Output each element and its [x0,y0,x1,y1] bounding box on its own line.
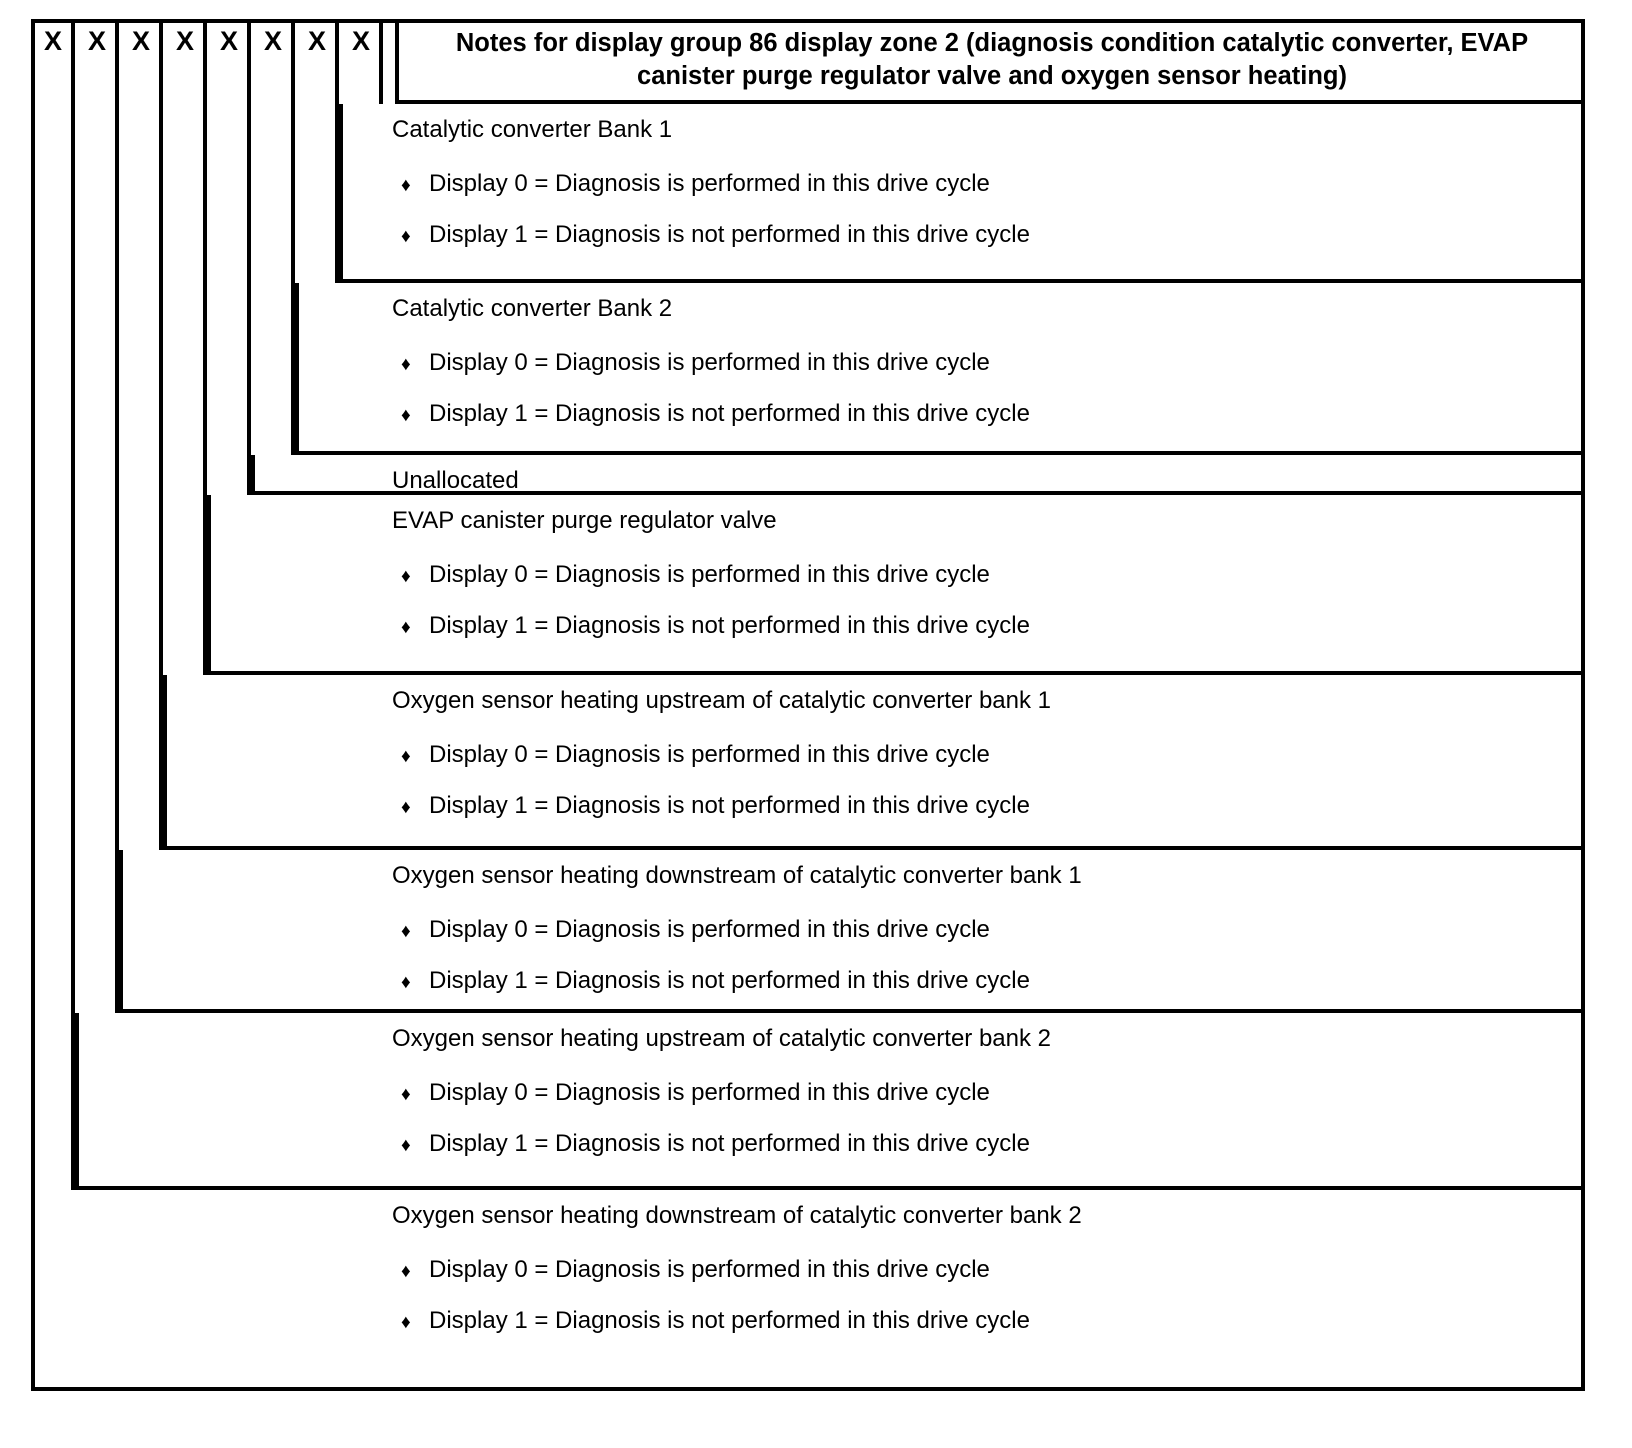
bit-column-label-7: X [307,26,326,56]
bit-column-6 [251,19,295,455]
bit-column-label-2: X [87,26,106,56]
bit-column-4 [163,19,207,675]
section-bullet-list: ♦ Display 0 = Diagnosis is performed in t… [401,561,1030,663]
diamond-bullet-icon: ♦ [401,617,411,638]
diamond-bullet-icon: ♦ [401,1261,411,1282]
bit-column-label-8: X [351,26,370,56]
bullet-label: Display 0 = Diagnosis is performed in th… [429,1256,990,1283]
section-bullet-list: ♦ Display 0 = Diagnosis is performed in t… [401,349,1030,451]
bullet-item: ♦ Display 0 = Diagnosis is performed in t… [401,741,1030,792]
bullet-label: Display 1 = Diagnosis is not performed i… [429,1307,1030,1334]
section-heading: Oxygen sensor heating upstream of cataly… [392,1025,1052,1052]
bit-column-3 [119,19,163,850]
section-bullet-list: ♦ Display 0 = Diagnosis is performed in t… [401,170,1030,272]
bit-column-label-4: X [175,26,194,56]
bit-column-2 [75,19,119,1013]
diamond-bullet-icon: ♦ [401,1135,411,1156]
bit-column-label-6: X [263,26,282,56]
bullet-item: ♦ Display 1 = Diagnosis is not performed … [401,221,1030,272]
bit-column-label-3: X [131,26,150,56]
bullet-item: ♦ Display 1 = Diagnosis is not performed … [401,612,1030,663]
bit-column-label-1: X [43,26,62,56]
bullet-item: ♦ Display 1 = Diagnosis is not performed … [401,1307,1030,1358]
bullet-item: ♦ Display 0 = Diagnosis is performed in t… [401,561,1030,612]
bullet-item: ♦ Display 1 = Diagnosis is not performed … [401,792,1030,843]
notes-header-title: Notes for display group 86 display zone … [455,28,1529,90]
section-box-6: Oxygen sensor heating downstream of cata… [119,850,1585,1013]
section-bullet-list: ♦ Display 0 = Diagnosis is performed in t… [401,741,1030,843]
bit-column-7 [295,19,339,283]
section-heading: Oxygen sensor heating downstream of cata… [392,1202,1082,1229]
bit-column-label-5: X [219,26,238,56]
section-box-1: Catalytic converter Bank 1 ♦ Display 0 = D… [339,104,1585,283]
diamond-bullet-icon: ♦ [401,175,411,196]
diamond-bullet-icon: ♦ [401,1084,411,1105]
bullet-item: ♦ Display 1 = Diagnosis is not performed … [401,400,1030,451]
section-heading: Oxygen sensor heating downstream of cata… [392,862,1082,889]
section-heading: Catalytic converter Bank 2 [392,295,673,322]
section-box-2: Catalytic converter Bank 2 ♦ Display 0 = D… [295,283,1585,455]
bullet-label: Display 1 = Diagnosis is not performed i… [429,221,1030,248]
bullet-label: Display 1 = Diagnosis is not performed i… [429,400,1030,427]
bit-column-1 [31,19,75,1190]
diamond-bullet-icon: ♦ [401,354,411,375]
bullet-label: Display 0 = Diagnosis is performed in th… [429,741,990,768]
bullet-label: Display 0 = Diagnosis is performed in th… [429,916,990,943]
section-heading: Oxygen sensor heating upstream of cataly… [392,687,1052,714]
diamond-bullet-icon: ♦ [401,1312,411,1333]
bullet-item: ♦ Display 0 = Diagnosis is performed in t… [401,916,1030,967]
bullet-label: Display 1 = Diagnosis is not performed i… [429,967,1030,994]
diagram-outer-frame [31,19,1585,1391]
bullet-label: Display 0 = Diagnosis is performed in th… [429,1079,990,1106]
section-heading: Unallocated [392,467,519,494]
section-bullet-list: ♦ Display 0 = Diagnosis is performed in t… [401,1256,1030,1358]
section-heading: EVAP canister purge regulator valve [392,507,777,534]
section-box-8: Oxygen sensor heating downstream of cata… [31,1190,1585,1391]
bullet-label: Display 0 = Diagnosis is performed in th… [429,561,990,588]
section-box-5: Oxygen sensor heating upstream of cataly… [163,675,1585,850]
bit-column-5 [207,19,251,495]
diamond-bullet-icon: ♦ [401,405,411,426]
section-box-7: Oxygen sensor heating upstream of cataly… [75,1013,1585,1190]
section-box-4: EVAP canister purge regulator valve ♦ Disp… [207,495,1585,675]
notes-header-box: Notes for display group 86 display zone … [395,19,1585,104]
diamond-bullet-icon: ♦ [401,797,411,818]
bullet-label: Display 1 = Diagnosis is not performed i… [429,612,1030,639]
bit-column-8 [339,19,383,104]
bullet-item: ♦ Display 0 = Diagnosis is performed in t… [401,349,1030,400]
diamond-bullet-icon: ♦ [401,972,411,993]
bullet-label: Display 1 = Diagnosis is not performed i… [429,792,1030,819]
bullet-item: ♦ Display 1 = Diagnosis is not performed … [401,1130,1030,1181]
bullet-item: ♦ Display 0 = Diagnosis is performed in t… [401,1256,1030,1307]
section-bullet-list: ♦ Display 0 = Diagnosis is performed in t… [401,916,1030,1018]
bullet-label: Display 0 = Diagnosis is performed in th… [429,349,990,376]
bullet-item: ♦ Display 1 = Diagnosis is not performed … [401,967,1030,1018]
diamond-bullet-icon: ♦ [401,226,411,247]
section-bullet-list: ♦ Display 0 = Diagnosis is performed in t… [401,1079,1030,1181]
bullet-label: Display 1 = Diagnosis is not performed i… [429,1130,1030,1157]
bullet-item: ♦ Display 0 = Diagnosis is performed in t… [401,1079,1030,1130]
section-heading: Catalytic converter Bank 1 [392,116,673,143]
diamond-bullet-icon: ♦ [401,921,411,942]
section-box-3: Unallocated [251,455,1585,495]
bullet-label: Display 0 = Diagnosis is performed in th… [429,170,990,197]
bullet-item: ♦ Display 0 = Diagnosis is performed in t… [401,170,1030,221]
diamond-bullet-icon: ♦ [401,566,411,587]
diamond-bullet-icon: ♦ [401,746,411,767]
